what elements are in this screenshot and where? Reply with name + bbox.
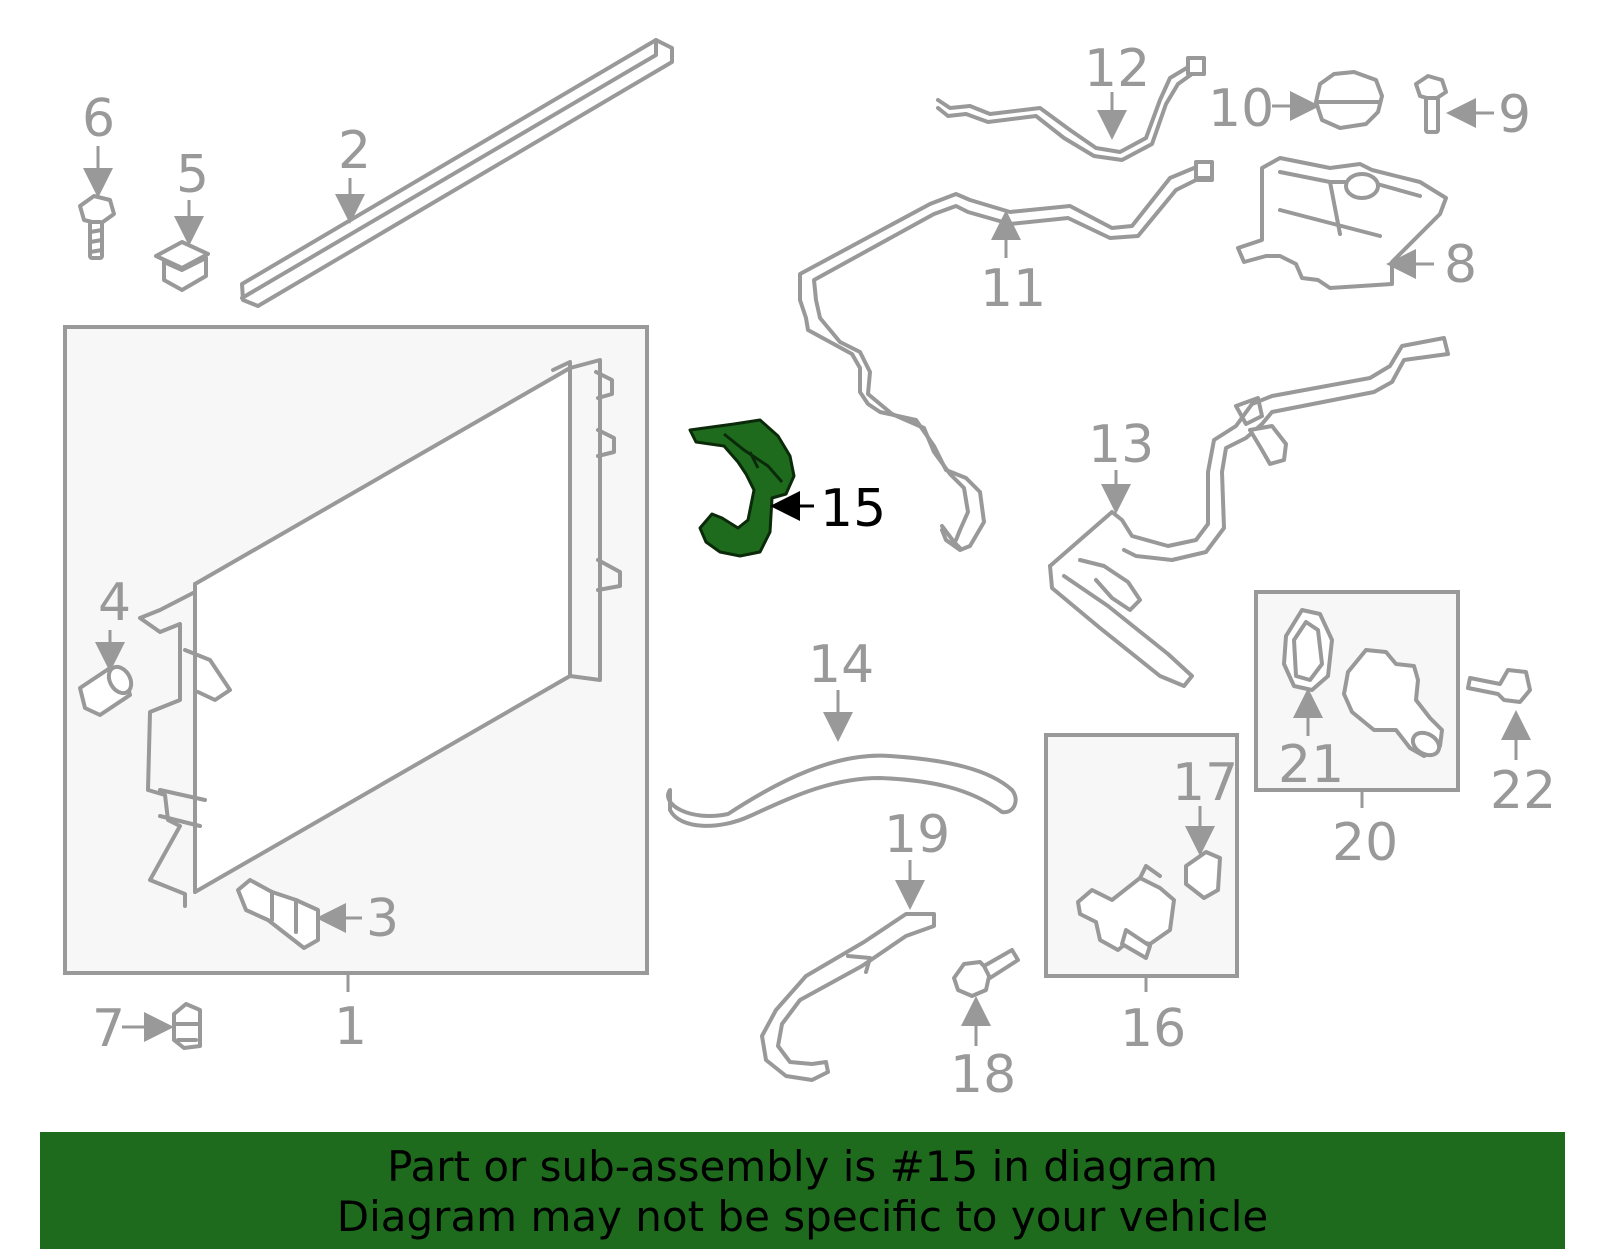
callout-17: 17 — [1172, 753, 1238, 813]
callout-18: 18 — [950, 1045, 1016, 1105]
part-19-tube[interactable] — [760, 912, 936, 1082]
callout-6: 6 — [82, 89, 115, 149]
part-14-hose[interactable] — [666, 753, 1018, 828]
callout-14: 14 — [808, 635, 874, 695]
callout-12: 12 — [1084, 39, 1150, 99]
part-9-bolt[interactable] — [1414, 74, 1448, 134]
part-11-tube[interactable] — [798, 160, 1214, 552]
callout-4: 4 — [98, 573, 131, 633]
callout-16: 16 — [1120, 999, 1186, 1059]
callout-11: 11 — [980, 259, 1046, 319]
callout-9: 9 — [1498, 85, 1531, 145]
callout-8: 8 — [1444, 235, 1477, 295]
callout-numbers: 1 2 3 4 5 6 7 8 9 10 11 12 13 14 15 16 1… — [82, 39, 1556, 1105]
banner-line-2: Diagram may not be specific to your vehi… — [336, 1192, 1269, 1241]
callout-19: 19 — [884, 805, 950, 865]
part-20-thermostat-housing[interactable] — [1342, 648, 1444, 760]
part-16-valve[interactable] — [1076, 864, 1176, 960]
part-13-hose-assembly[interactable] — [1048, 336, 1450, 688]
callout-arrows — [83, 91, 1531, 1046]
part-6-bolt[interactable] — [78, 194, 116, 260]
banner-line-1: Part or sub-assembly is #15 in diagram — [387, 1142, 1218, 1191]
callout-10: 10 — [1208, 79, 1274, 139]
info-banner: Part or sub-assembly is #15 in diagram D… — [40, 1132, 1565, 1249]
part-5-clip[interactable] — [154, 240, 210, 292]
part-21-seal-ring[interactable] — [1282, 608, 1334, 692]
part-15-highlighted-hose[interactable] — [688, 418, 796, 558]
callout-22: 22 — [1490, 761, 1556, 821]
part-8-reservoir[interactable] — [1236, 156, 1448, 290]
part-10-cap[interactable] — [1314, 70, 1384, 130]
part-12-hose[interactable] — [936, 56, 1206, 162]
callout-15: 15 — [820, 479, 886, 539]
callout-2: 2 — [338, 121, 371, 181]
part-7-grommet[interactable] — [172, 1002, 202, 1050]
part-22-bolt[interactable] — [1466, 668, 1532, 704]
callout-21: 21 — [1278, 735, 1344, 795]
part-1-radiator[interactable] — [138, 358, 622, 908]
callout-13: 13 — [1088, 415, 1154, 475]
part-2-seal-strip[interactable] — [240, 38, 674, 308]
part-18-bolt[interactable] — [952, 948, 1020, 998]
callout-1: 1 — [334, 997, 367, 1057]
callout-5: 5 — [176, 145, 209, 205]
callout-3: 3 — [366, 889, 399, 949]
callout-20: 20 — [1332, 813, 1398, 873]
callout-7: 7 — [92, 999, 125, 1059]
